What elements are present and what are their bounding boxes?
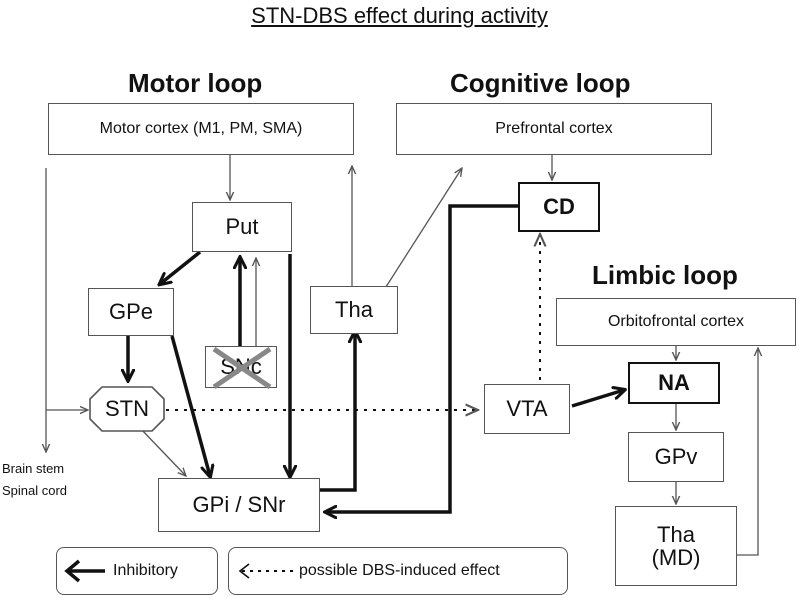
- put-node: Put: [192, 202, 292, 252]
- gpe-to-gpi-arrow: [170, 335, 210, 476]
- snc-cross-icon: [212, 347, 272, 389]
- inhibitory-arrow-icon: [64, 559, 105, 583]
- brainstem-label: Brain stem: [2, 461, 65, 476]
- limbic-loop-title: Limbic loop: [592, 260, 738, 290]
- tha-node: Tha: [310, 286, 398, 334]
- legend-dbs: possible DBS-induced effect: [228, 547, 568, 595]
- cd-node: CD: [518, 182, 600, 232]
- vta-node: VTA: [484, 384, 570, 434]
- motor-loop-title: Motor loop: [128, 68, 263, 98]
- motor-cortex-box: Motor cortex (M1, PM, SMA): [48, 103, 354, 155]
- na-node: NA: [628, 362, 720, 404]
- stn-node: STN: [88, 385, 166, 433]
- stn-label: STN: [105, 396, 149, 422]
- tha-md-label-line2: (MD): [651, 545, 701, 570]
- tha-md-node: Tha (MD): [615, 506, 737, 586]
- legend-dbs-label: possible DBS-induced effect: [299, 561, 500, 579]
- stn-octagon-shape: [89, 386, 165, 432]
- diagram-title: STN-DBS effect during activity: [251, 3, 548, 28]
- cd-to-gpi-arrow: [326, 204, 518, 512]
- gpi-to-tha-arrow: [320, 332, 355, 492]
- legend-inhibitory-label: Inhibitory: [113, 561, 178, 579]
- vta-to-na-arrow: [571, 390, 624, 408]
- gpe-node: GPe: [88, 288, 174, 336]
- cognitive-loop-title: Cognitive loop: [450, 68, 631, 98]
- gpv-node: GPv: [628, 432, 724, 482]
- orbitofrontal-cortex-box: Orbitofrontal cortex: [556, 298, 796, 346]
- tha-md-to-orbitofrontal-arrow: [737, 348, 758, 556]
- put-to-gpe-arrow: [160, 250, 202, 284]
- spinal-cord-label: Spinal cord: [2, 483, 68, 498]
- snc-node: SNc: [205, 346, 277, 389]
- tha-md-label-line1: Tha: [657, 521, 695, 547]
- tha-to-prefrontal-arrow: [383, 168, 462, 291]
- gpi-snr-node: GPi / SNr: [158, 478, 320, 532]
- prefrontal-cortex-box: Prefrontal cortex: [396, 103, 712, 155]
- dotted-arrow-icon: [238, 563, 293, 579]
- legend-inhibitory: Inhibitory: [56, 547, 218, 595]
- stn-to-gpi-arrow: [139, 427, 186, 476]
